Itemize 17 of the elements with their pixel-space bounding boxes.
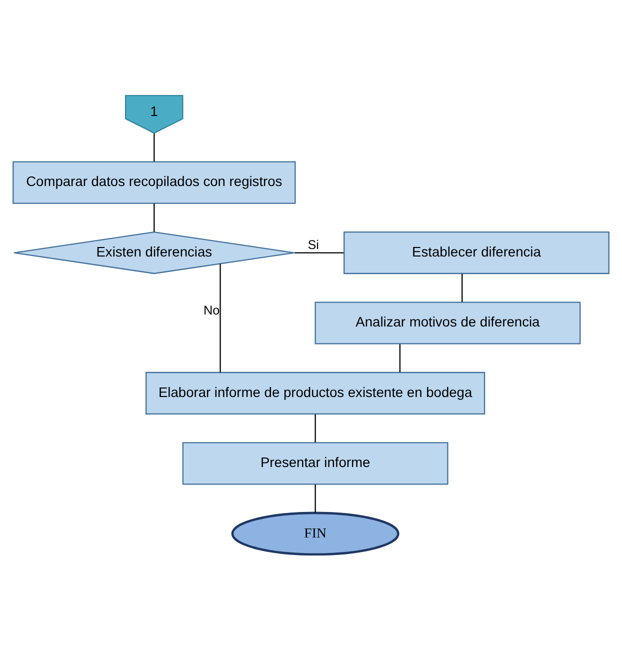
connector (220, 263, 221, 372)
connector (294, 252, 344, 253)
node-box: Establecer diferencia (344, 230, 610, 274)
connector (154, 203, 155, 232)
edge-label: Si (308, 238, 319, 252)
edge-label: No (204, 302, 220, 317)
connector (462, 273, 463, 302)
connector (154, 132, 155, 161)
connector (314, 414, 316, 442)
node-box: Analizar motivos de diferencia (314, 301, 581, 344)
node-box: Comparar datos recopilados con registros (12, 160, 296, 204)
node-diamond: Existen diferencias (13, 230, 295, 274)
connector (314, 484, 316, 512)
node-ellipse: FIN (231, 511, 400, 556)
connector (399, 344, 400, 372)
node-box: Presentar informe (182, 442, 448, 484)
node-box: Elaborar informe de productos existente en bodega (146, 371, 486, 414)
